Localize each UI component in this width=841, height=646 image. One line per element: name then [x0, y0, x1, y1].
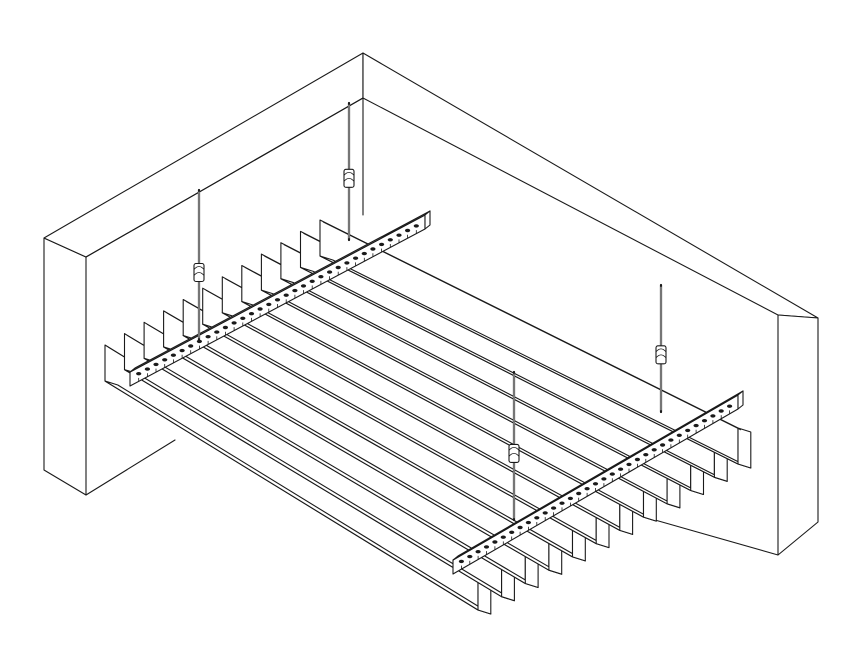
carrier-slot	[370, 247, 376, 251]
carrier-rails	[129, 210, 744, 575]
carrier-slot	[559, 501, 565, 505]
carrier-slot	[309, 279, 315, 283]
carrier-slot	[179, 348, 185, 353]
carrier-slot	[727, 404, 733, 408]
suspension-hangers	[193, 101, 667, 522]
hanger-rod	[655, 283, 667, 414]
carrier-slot	[344, 261, 350, 265]
carrier-slot	[413, 224, 419, 228]
hanger-rod	[508, 370, 520, 522]
carrier-slot	[327, 270, 333, 274]
adjuster-spring	[193, 266, 205, 276]
right-wall-end-face	[777, 314, 819, 556]
carrier-slot	[609, 472, 615, 476]
adjuster-spring	[655, 348, 667, 359]
carrier-slot	[509, 530, 515, 534]
hanger-rod	[193, 188, 205, 342]
back-carrier-rail	[129, 210, 431, 387]
carrier-slot	[710, 414, 716, 418]
carrier-slot	[718, 409, 724, 413]
carrier-slot	[162, 358, 168, 362]
carrier-slot	[387, 238, 393, 242]
carrier-slot	[542, 511, 548, 515]
carrier-slot	[668, 438, 674, 442]
carrier-slot	[660, 443, 666, 447]
front-carrier-rail	[452, 390, 744, 575]
carrier-slot	[231, 321, 237, 325]
carrier-slot	[676, 433, 682, 437]
carrier-slot	[248, 312, 255, 316]
adjuster-spring	[508, 447, 520, 457]
carrier-slot	[353, 256, 359, 260]
carrier-slot	[188, 344, 194, 348]
baffle-panel	[319, 219, 752, 469]
carrier-slot	[651, 448, 657, 452]
carrier-slot	[361, 251, 367, 256]
carrier-slot	[300, 284, 307, 288]
carrier-slot	[584, 487, 590, 491]
carrier-slot	[626, 462, 632, 467]
carrier-slot	[266, 302, 272, 307]
right-wall-bottom-edge	[654, 519, 779, 556]
carrier-slot	[483, 545, 490, 549]
carrier-slot	[492, 540, 498, 544]
carrier-slot	[283, 293, 289, 297]
baffle-end-cap	[737, 427, 752, 469]
carrier-slot	[634, 457, 641, 462]
carrier-slot	[214, 330, 220, 334]
carrier-slot	[222, 325, 228, 330]
carrier-slot	[274, 298, 281, 302]
carrier-slot	[475, 550, 481, 554]
carrier-slot	[405, 228, 411, 233]
adjuster-spring	[343, 171, 355, 182]
carrier-slot	[618, 467, 624, 471]
carrier-slot	[318, 275, 324, 279]
carrier-slot	[257, 307, 263, 311]
carrier-slot	[551, 506, 557, 510]
carrier-slot	[693, 423, 699, 428]
carrier-slot	[525, 520, 532, 525]
carrier-slot	[534, 516, 540, 520]
carrier-slot	[685, 428, 691, 433]
carrier-slot	[517, 525, 523, 530]
left-wall-top-face	[43, 52, 364, 258]
baffle-panels	[104, 219, 752, 615]
carrier-slot	[379, 242, 385, 247]
concrete-wall-corner	[43, 52, 819, 556]
carrier-slot	[335, 265, 341, 270]
carrier-slot	[396, 233, 402, 237]
baffle-top-lip	[322, 221, 742, 431]
carrier-slot	[701, 419, 708, 423]
carrier-slot	[153, 362, 159, 367]
carrier-slot	[567, 496, 574, 501]
carrier-slot	[458, 559, 464, 564]
hanger-rod	[343, 101, 355, 242]
carrier-slot	[205, 335, 211, 339]
carrier-end-face	[737, 390, 744, 410]
carrier-slot	[467, 554, 473, 559]
left-wall-bottom-edge	[85, 439, 176, 496]
carrier-slot	[601, 477, 607, 481]
carrier-end-face	[424, 210, 431, 230]
carrier-slot	[136, 372, 142, 376]
carrier-slot	[592, 482, 599, 486]
carrier-slot	[576, 491, 582, 496]
carrier-slot	[144, 367, 150, 371]
carrier-slot	[240, 316, 246, 320]
left-wall-end-face	[43, 237, 87, 496]
carrier-slot	[500, 535, 506, 539]
carrier-slot	[643, 453, 649, 457]
carrier-slot	[170, 353, 176, 357]
carrier-slot	[292, 288, 298, 293]
